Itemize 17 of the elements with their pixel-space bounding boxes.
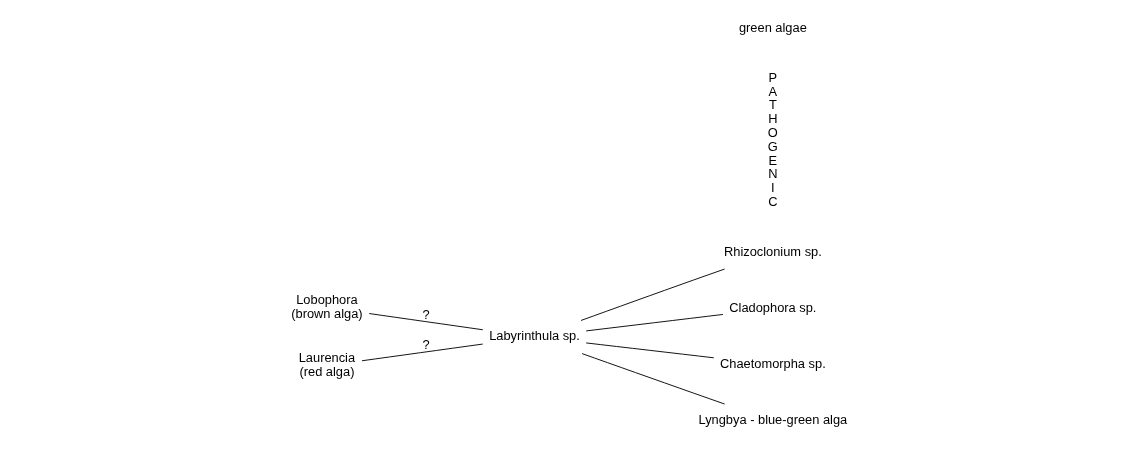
connector [368,313,484,331]
node-text: Chaetomorpha sp. [720,355,826,371]
node-text: Laurencia (red alga) [298,350,356,379]
node-text: Lyngbya - blue-green alga [698,412,848,427]
node-text: Labyrinthula sp. [489,328,580,344]
edge-label: ? [422,306,430,322]
connector [581,353,726,405]
node-text: Lobophora (brown alga) [291,292,363,321]
connector [585,342,715,359]
label: green algae [738,19,807,35]
connector [585,314,724,332]
label: PATHOGENIC [767,69,778,209]
node-text: Cladophora sp. [729,299,817,315]
node-text: Rhizoclonium sp. [723,243,822,259]
edge-label: ? [422,337,430,353]
connector [580,268,726,321]
connector [361,343,484,362]
